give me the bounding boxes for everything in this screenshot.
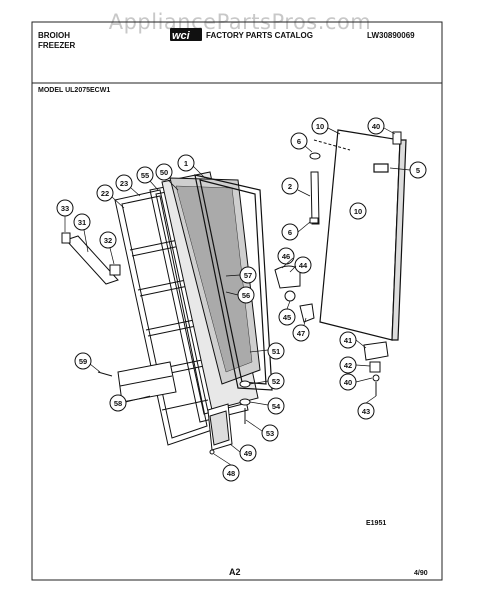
callout-22: 22 <box>96 184 114 202</box>
callout-56: 56 <box>237 286 255 304</box>
svg-text:31: 31 <box>78 218 86 227</box>
leader-lines <box>64 127 411 466</box>
svg-text:42: 42 <box>344 361 352 370</box>
insulation-panel <box>169 177 261 385</box>
callout-33: 33 <box>56 199 74 217</box>
callout-52: 52 <box>267 372 285 390</box>
outer-door-panel <box>319 129 407 341</box>
svg-text:10: 10 <box>316 122 324 131</box>
wci-logo: wci <box>170 28 202 42</box>
svg-text:55: 55 <box>141 171 149 180</box>
svg-text:52: 52 <box>272 377 280 386</box>
svg-text:57: 57 <box>244 271 252 280</box>
revision-date: 4/90 <box>414 570 428 577</box>
svg-text:33: 33 <box>61 204 69 213</box>
svg-text:2: 2 <box>288 182 292 191</box>
model-label: MODEL UL2075ECW1 <box>38 87 110 94</box>
svg-text:54: 54 <box>272 402 281 411</box>
svg-text:58: 58 <box>114 399 122 408</box>
callout-44: 44 <box>294 256 312 274</box>
callout-43: 43 <box>357 402 375 420</box>
small-parts <box>61 131 402 455</box>
callout-57: 57 <box>239 266 257 284</box>
svg-text:50: 50 <box>160 168 168 177</box>
callout-40b: 40 <box>339 373 357 391</box>
svg-text:43: 43 <box>362 407 370 416</box>
svg-text:48: 48 <box>227 469 235 478</box>
svg-text:53: 53 <box>266 429 274 438</box>
callout-54: 54 <box>267 397 285 415</box>
svg-text:40: 40 <box>344 378 352 387</box>
svg-text:40: 40 <box>372 122 380 131</box>
callout-59: 59 <box>74 352 92 370</box>
svg-text:47: 47 <box>297 329 305 338</box>
callout-41: 41 <box>339 331 357 349</box>
svg-text:49: 49 <box>244 449 252 458</box>
callout-32: 32 <box>99 231 117 249</box>
svg-text:45: 45 <box>283 313 291 322</box>
callout-53: 53 <box>261 424 279 442</box>
catalog-title: FACTORY PARTS CATALOG <box>206 31 313 40</box>
callout-55: 55 <box>136 166 154 184</box>
callout-40a: 40 <box>367 117 385 135</box>
svg-text:44: 44 <box>299 261 308 270</box>
svg-text:32: 32 <box>104 236 112 245</box>
callout-23: 23 <box>115 174 133 192</box>
svg-text:23: 23 <box>120 179 128 188</box>
page-border <box>31 21 443 581</box>
svg-text:1: 1 <box>184 159 188 168</box>
callout-49: 49 <box>239 444 257 462</box>
brand-product: FREEZER <box>38 41 76 50</box>
svg-text:22: 22 <box>101 189 109 198</box>
brand-name: BROIOH <box>38 31 70 40</box>
svg-text:59: 59 <box>79 357 87 366</box>
door-handle <box>310 171 320 225</box>
callout-46: 46 <box>277 247 295 265</box>
svg-text:6: 6 <box>288 228 292 237</box>
callout-labels: 1 2 5 6 6 10 10 22 23 31 32 33 40 40 41 … <box>56 117 427 482</box>
callout-50: 50 <box>155 163 173 181</box>
callout-47: 47 <box>292 324 310 342</box>
callout-6b: 6 <box>281 223 299 241</box>
callout-31: 31 <box>73 213 91 231</box>
door-liner-assembly <box>114 189 213 446</box>
door-frame <box>194 174 273 391</box>
callout-10b: 10 <box>349 202 367 220</box>
callout-45: 45 <box>278 308 296 326</box>
callout-10a: 10 <box>311 117 329 135</box>
svg-text:wci: wci <box>172 30 191 42</box>
callout-48: 48 <box>222 464 240 482</box>
figure-code: E1951 <box>366 520 386 527</box>
svg-text:6: 6 <box>297 137 301 146</box>
catalog-number: LW30890069 <box>367 31 415 40</box>
svg-text:41: 41 <box>344 336 352 345</box>
svg-text:56: 56 <box>242 291 250 300</box>
callout-58: 58 <box>109 394 127 412</box>
callout-51: 51 <box>267 342 285 360</box>
callout-5: 5 <box>409 161 427 179</box>
svg-text:51: 51 <box>272 347 280 356</box>
callout-6a: 6 <box>290 132 308 150</box>
callout-1: 1 <box>177 154 195 172</box>
callout-42: 42 <box>339 356 357 374</box>
callout-2: 2 <box>281 177 299 195</box>
svg-text:5: 5 <box>416 166 420 175</box>
svg-text:10: 10 <box>354 207 362 216</box>
svg-text:46: 46 <box>282 252 290 261</box>
page-label: A2 <box>229 567 241 577</box>
